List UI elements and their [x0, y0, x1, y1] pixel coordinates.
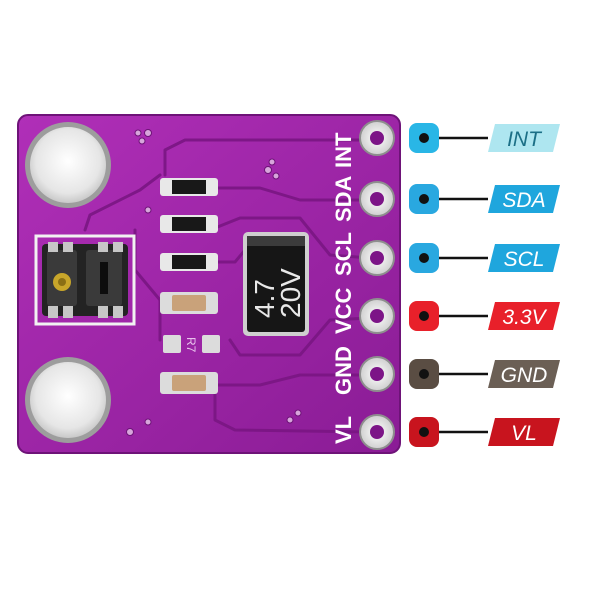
legend-dot-center	[419, 369, 429, 379]
legend-row-3-3v: 3.3V	[409, 301, 560, 331]
pad-vl	[359, 414, 395, 450]
mounting-hole-bottom	[25, 357, 111, 443]
legend-label-3-3v: 3.3V	[502, 306, 547, 329]
legend-label-gnd: GND	[501, 364, 548, 387]
legend-label-sda: SDA	[502, 189, 545, 212]
legend-dot-center	[419, 133, 429, 143]
pin-label-sda: SDA	[331, 175, 356, 222]
header-pads	[359, 120, 395, 450]
mounting-hole-top	[25, 122, 111, 208]
pin-label-vcc: VCC	[331, 287, 356, 334]
tantalum-capacitor: 4.7 20V	[243, 232, 309, 336]
legend-dot-center	[419, 427, 429, 437]
smd-capacitors	[160, 292, 220, 394]
pin-label-gnd: GND	[331, 346, 356, 395]
capacitor-value: 4.7	[249, 279, 280, 318]
pad-sda	[359, 181, 395, 217]
pin-label-vl: VL	[331, 416, 356, 444]
legend-label-scl: SCL	[504, 248, 545, 271]
legend-tag-gnd	[488, 360, 560, 388]
legend-tag-scl	[488, 244, 560, 272]
legend-row-int: INT	[409, 123, 560, 153]
pad-int	[359, 120, 395, 156]
capacitor-voltage: 20V	[275, 268, 306, 318]
legend-row-gnd: GND	[409, 359, 560, 389]
smd-resistors	[160, 178, 218, 271]
pinout-legend: INT SDA SCL 3.3V GND VL	[409, 123, 560, 447]
pin-labels: VL GND VCC SCL SDA INT	[331, 132, 356, 444]
legend-label-vl: VL	[511, 422, 537, 445]
legend-label-int: INT	[507, 128, 543, 151]
legend-dot-center	[419, 194, 429, 204]
legend-dot-center	[419, 253, 429, 263]
component-label-r7: R7	[184, 337, 198, 353]
sensor-chip	[34, 234, 136, 326]
pad-scl	[359, 240, 395, 276]
legend-dot-center	[419, 311, 429, 321]
pin-label-scl: SCL	[331, 232, 356, 276]
vias	[126, 129, 302, 436]
legend-tag-sda	[488, 185, 560, 213]
legend-row-vl: VL	[409, 417, 560, 447]
legend-tag-int	[488, 124, 560, 152]
pin-label-int: INT	[331, 132, 356, 168]
pad-gnd	[359, 356, 395, 392]
legend-row-scl: SCL	[409, 243, 560, 273]
pad-vcc	[359, 298, 395, 334]
legend-row-sda: SDA	[409, 184, 560, 214]
legend-tag-3-3v	[488, 302, 560, 330]
legend-tag-vl	[488, 418, 560, 446]
